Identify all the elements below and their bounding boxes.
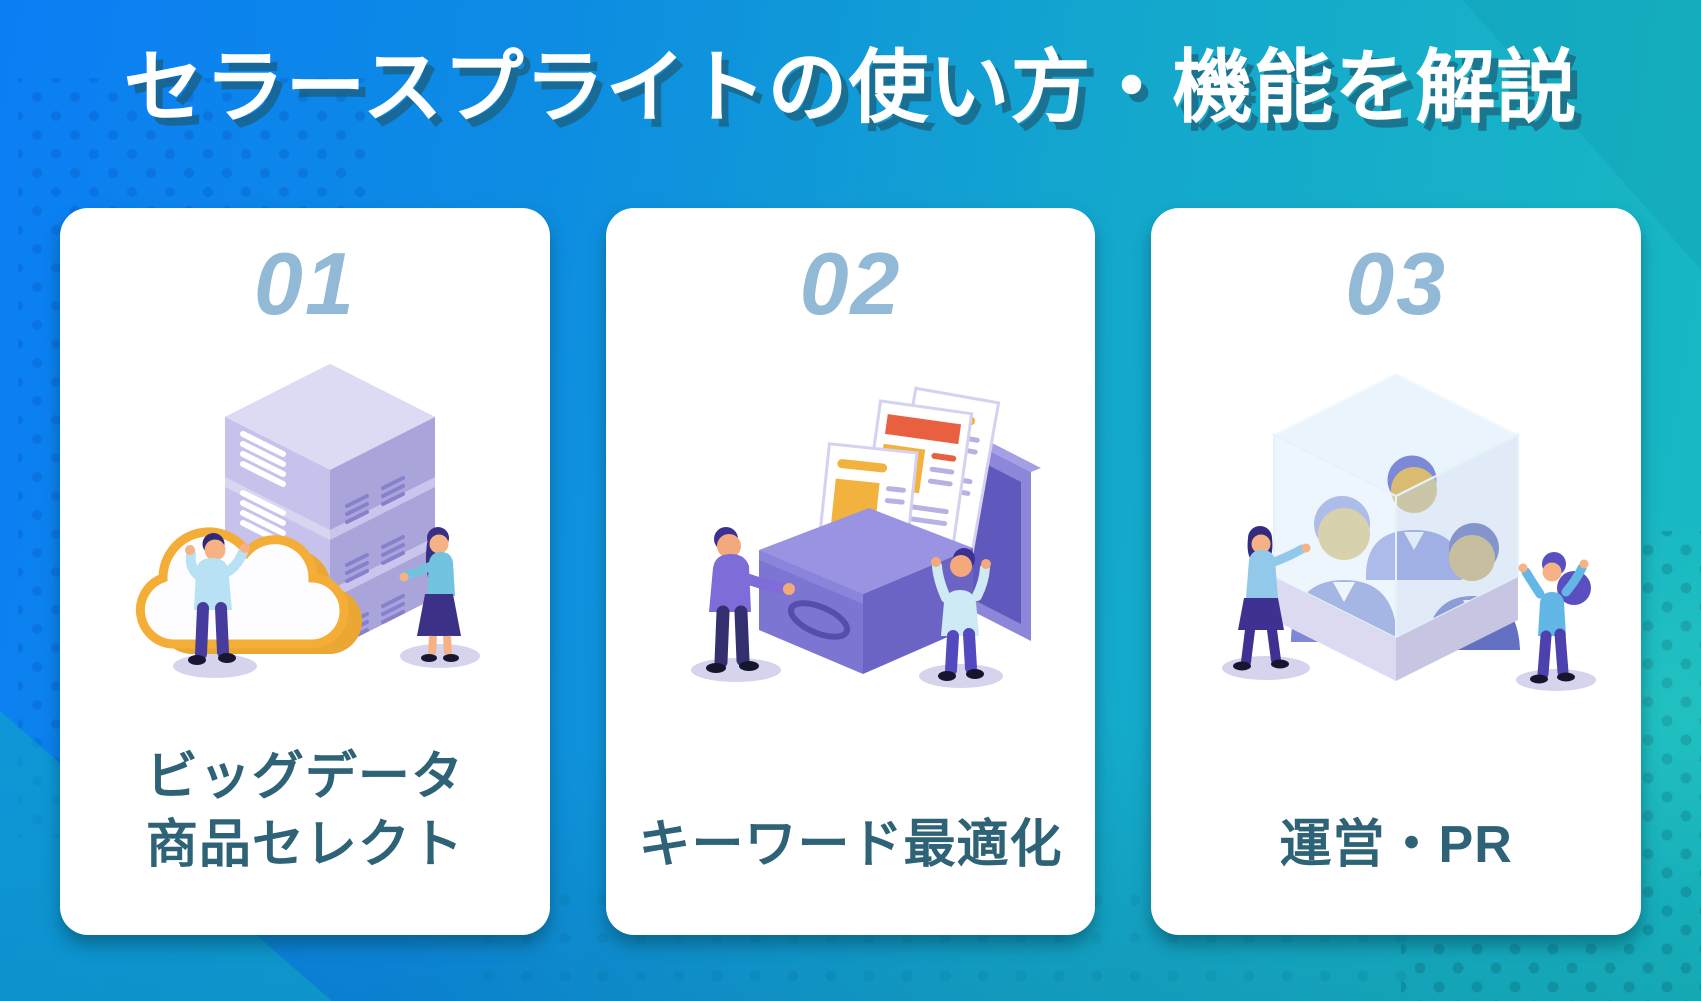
page-title: セラースプライトの使い方・機能を解説 bbox=[123, 43, 1578, 132]
card-number-02: 02 bbox=[799, 234, 902, 333]
person-male-icon bbox=[705, 527, 795, 673]
card-label-line: キーワード最適化 bbox=[638, 816, 1063, 875]
team-member-icon bbox=[1366, 455, 1463, 580]
card-label-line: 運営・PR bbox=[1279, 816, 1513, 875]
card-number-01: 01 bbox=[253, 234, 356, 333]
card-number-03: 03 bbox=[1345, 234, 1448, 333]
person-female-icon bbox=[1518, 552, 1592, 684]
person-male-icon bbox=[930, 548, 991, 681]
card-keyword: 02 bbox=[605, 208, 1096, 935]
person-male-icon bbox=[184, 533, 250, 665]
cloud-server-illustration bbox=[135, 364, 480, 678]
card-label-bigdata: ビッグデータ 商品セレクト bbox=[60, 743, 550, 880]
cards-row: 01 bbox=[60, 208, 1642, 935]
card-bigdata: 01 bbox=[60, 208, 550, 935]
card-operation-pr: 03 bbox=[1151, 208, 1642, 935]
card-label-operation-pr: 運営・PR bbox=[1151, 811, 1641, 880]
drawer-documents-illustration bbox=[690, 386, 1041, 688]
team-cube-illustration bbox=[1222, 372, 1597, 691]
card-label-line: ビッグデータ bbox=[145, 747, 464, 806]
team-cube-icon bbox=[1271, 372, 1521, 681]
person-female-icon bbox=[399, 527, 461, 662]
person-female-icon bbox=[1233, 526, 1311, 671]
drawer-icon bbox=[758, 508, 973, 674]
card-label-line: 商品セレクト bbox=[145, 816, 464, 875]
card-label-keyword: キーワード最適化 bbox=[606, 811, 1096, 880]
